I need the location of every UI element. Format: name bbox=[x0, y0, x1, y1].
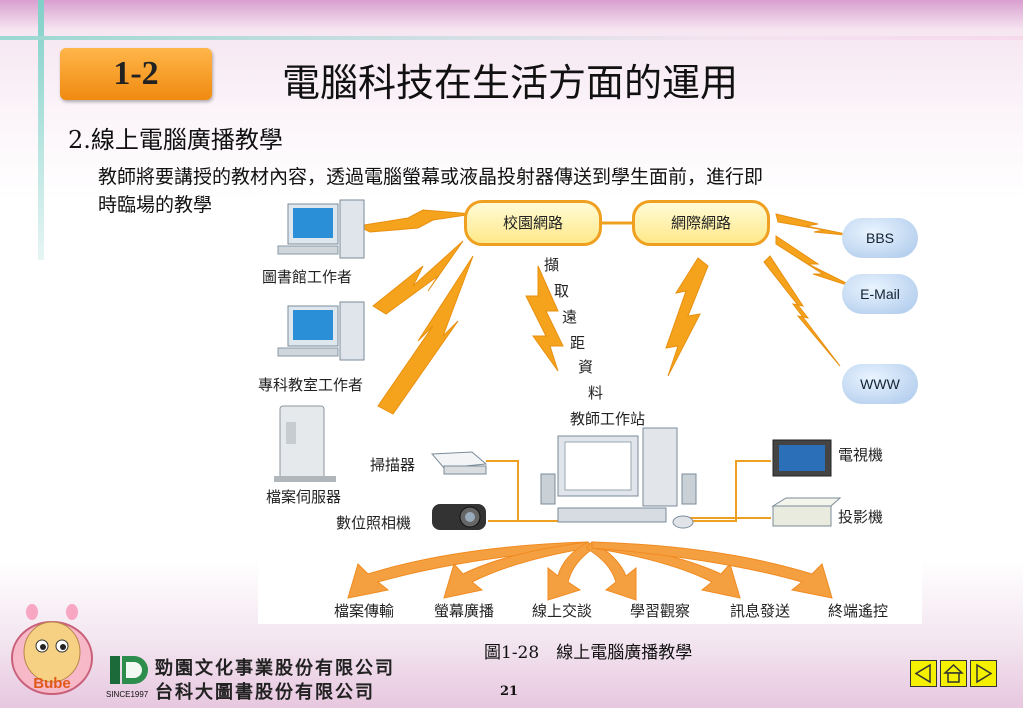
bolt-email bbox=[775, 235, 857, 289]
arrow-3 bbox=[547, 541, 595, 601]
bolt-classroom bbox=[372, 240, 464, 315]
file-server-icon bbox=[274, 405, 336, 482]
mascot-text: Bube bbox=[33, 675, 71, 692]
file-server-label: 檔案伺服器 bbox=[266, 488, 342, 506]
function-label-2: 螢幕廣播 bbox=[434, 602, 495, 620]
bolt-bbs bbox=[775, 213, 857, 237]
remote-data-char-6: 料 bbox=[588, 384, 604, 402]
classroom-computer-icon bbox=[277, 301, 365, 361]
function-label-4: 學習觀察 bbox=[630, 602, 691, 620]
function-label-3: 線上交談 bbox=[532, 602, 593, 620]
bolt-library bbox=[356, 209, 474, 233]
camera-label: 數位照相機 bbox=[336, 514, 412, 532]
network-diagram: 校園網路 網際網路 BBS E-Mail WWW 擷 取 遠 距 資 料 圖書館… bbox=[258, 196, 922, 624]
campus-network-node: 校園網路 bbox=[464, 200, 602, 246]
bolt-server bbox=[377, 255, 474, 415]
bolt-internet bbox=[665, 257, 709, 377]
home-button[interactable] bbox=[940, 660, 967, 687]
paragraph-line-1: 教師將要講授的教材內容，透過電腦螢幕或液晶投射器傳送到學生面前，進行即 bbox=[98, 166, 764, 188]
library-label: 圖書館工作者 bbox=[262, 268, 353, 286]
section-badge: 1-2 bbox=[60, 48, 212, 100]
decor-horizontal-line bbox=[0, 36, 1023, 40]
library-computer-icon bbox=[277, 199, 365, 259]
figure-caption: 圖1-28 線上電腦廣播教學 bbox=[484, 643, 693, 663]
tv-link bbox=[678, 460, 771, 522]
paragraph-line-2: 時臨場的教學 bbox=[98, 194, 213, 216]
arrow-6 bbox=[591, 541, 833, 599]
prev-slide-button[interactable] bbox=[910, 660, 937, 687]
home-icon bbox=[943, 663, 964, 683]
projector-icon bbox=[771, 497, 842, 527]
cloud-bbs: BBS bbox=[842, 218, 918, 258]
arrow-4 bbox=[585, 541, 637, 601]
remote-data-char-4: 距 bbox=[570, 334, 586, 352]
bolt-www bbox=[763, 255, 841, 367]
section-subtitle: 2.線上電腦廣播教學 bbox=[68, 126, 283, 154]
scanner-label: 掃描器 bbox=[370, 456, 416, 474]
camera-icon bbox=[432, 504, 486, 530]
internet-node: 網際網路 bbox=[632, 200, 770, 246]
remote-data-char-2: 取 bbox=[554, 282, 570, 300]
function-label-1: 檔案傳輸 bbox=[334, 602, 395, 620]
since-label: SINCE1997 bbox=[106, 690, 149, 699]
arrow-2 bbox=[443, 541, 589, 599]
remote-data-char-5: 資 bbox=[578, 358, 594, 376]
teacher-workstation-icon bbox=[540, 427, 697, 529]
tv-icon bbox=[772, 439, 832, 477]
company-name-2: 台科大圖書股份有限公司 bbox=[155, 682, 375, 703]
remote-data-char-1: 擷 bbox=[544, 256, 560, 274]
bolt-remote bbox=[525, 265, 564, 372]
decor-vertical-line bbox=[38, 0, 44, 260]
teacher-station-label: 教師工作站 bbox=[570, 410, 646, 428]
page-number: 21 bbox=[500, 684, 519, 699]
company-name-1: 勁園文化事業股份有限公司 bbox=[155, 658, 395, 679]
mascot-icon: Bube bbox=[11, 604, 93, 695]
remote-data-char-3: 遠 bbox=[562, 308, 578, 326]
cloud-email: E-Mail bbox=[842, 274, 918, 314]
next-slide-button[interactable] bbox=[970, 660, 997, 687]
page-title: 電腦科技在生活方面的運用 bbox=[282, 61, 739, 105]
diagram-graphics bbox=[274, 199, 857, 601]
arrow-right-icon bbox=[976, 663, 993, 684]
company-logo-icon bbox=[110, 656, 148, 684]
scanner-icon bbox=[430, 451, 488, 475]
projector-label: 投影機 bbox=[838, 508, 884, 526]
function-label-5: 訊息發送 bbox=[730, 602, 791, 620]
cloud-www: WWW bbox=[842, 364, 918, 404]
arrow-left-icon bbox=[914, 663, 931, 684]
tv-label: 電視機 bbox=[838, 446, 884, 464]
function-label-6: 終端遙控 bbox=[828, 602, 889, 620]
classroom-label: 專科教室工作者 bbox=[258, 376, 364, 394]
